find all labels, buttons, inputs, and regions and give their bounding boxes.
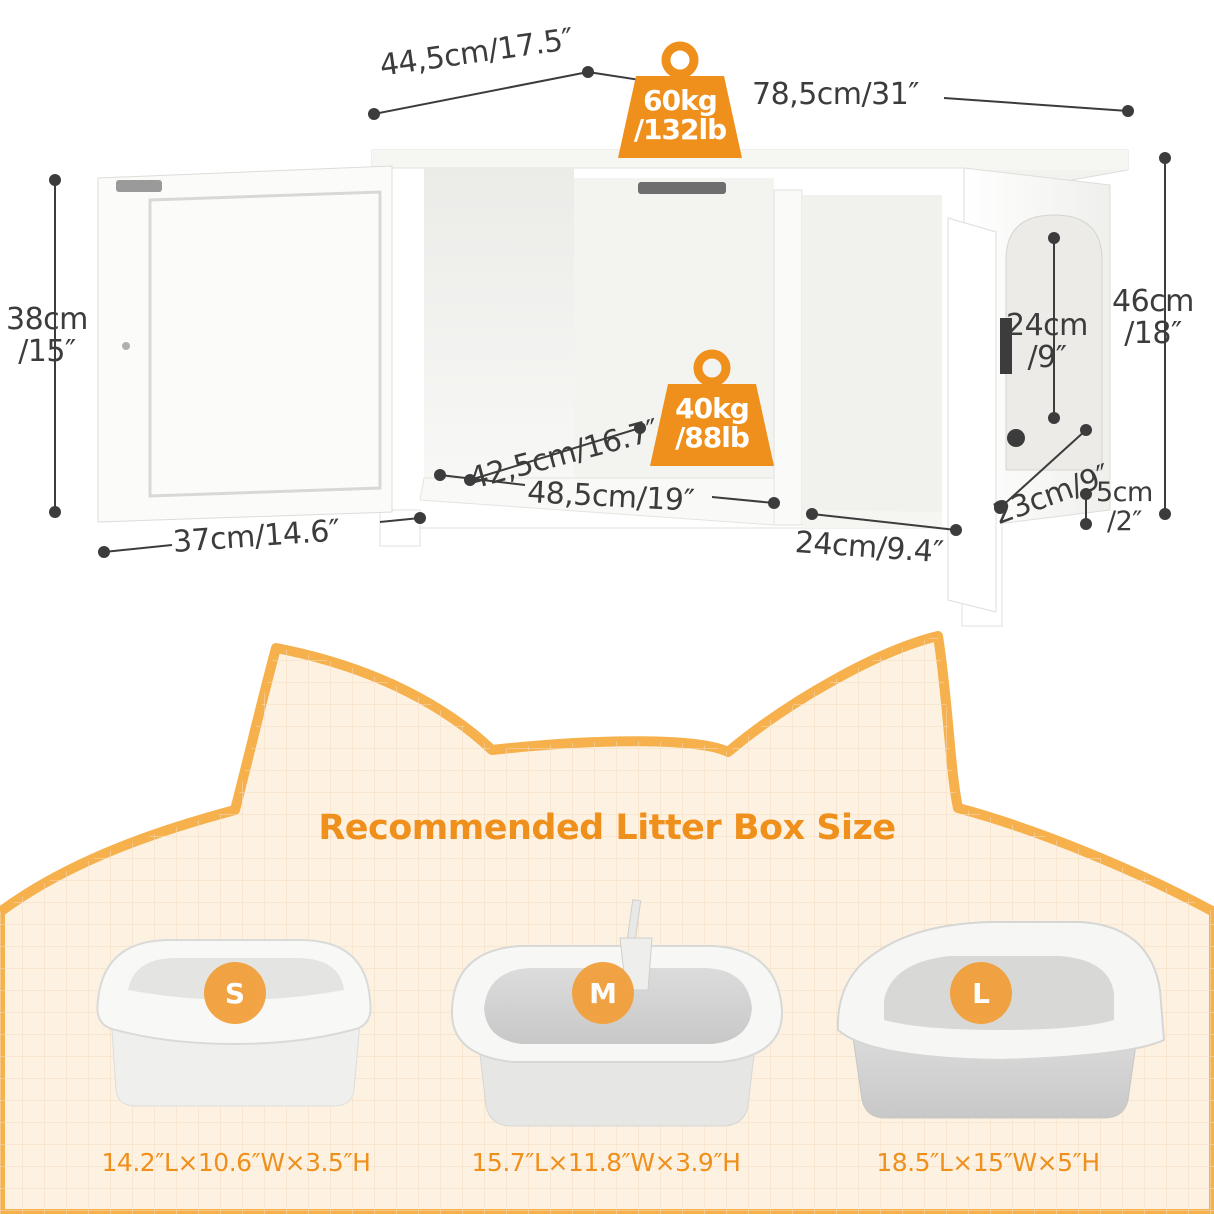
top-load-capacity: 60kg /132lb xyxy=(618,86,742,145)
entry-height-inch: /9″ xyxy=(1027,340,1067,376)
recommended-title: Recommended Litter Box Size xyxy=(318,808,896,848)
inner-width-dimension: 48,5cm/19″ xyxy=(526,475,695,519)
shelf-load-capacity: 40kg /88lb xyxy=(650,394,774,453)
top-load-lb: /132lb xyxy=(633,113,727,147)
size-caption-m: 15.7″L×11.8″W×3.9″H xyxy=(471,1148,741,1177)
size-caption-l: 18.5″L×15″W×5″H xyxy=(876,1148,1100,1177)
door-height-inch: /15″ xyxy=(18,334,76,370)
size-caption-s: 14.2″L×10.6″W×3.5″H xyxy=(101,1148,371,1177)
width-dimension: 78,5cm/31″ xyxy=(752,77,920,112)
size-badge-m: M xyxy=(572,962,634,1024)
dimension-lines xyxy=(49,66,1171,558)
cat-litter-cabinet xyxy=(97,149,1129,627)
total-height-dimension: 46cm /18″ xyxy=(1112,284,1194,352)
door-height-cm: 38cm xyxy=(6,302,88,337)
size-badge-s: S xyxy=(204,962,266,1024)
weight-tag-shelf-icon xyxy=(650,349,774,466)
leg-height-cm: 5cm xyxy=(1096,477,1153,508)
door-height-dimension: 38cm /15″ xyxy=(6,302,88,370)
total-height-cm: 46cm xyxy=(1112,284,1194,319)
shelf-load-lb: /88lb xyxy=(675,421,750,455)
litter-box-large xyxy=(836,921,1166,1119)
leg-height-inch: /2″ xyxy=(1106,506,1142,538)
weight-tag-top-icon xyxy=(618,41,742,158)
entry-height-cm: 24cm xyxy=(1006,308,1088,343)
top-load-kg: 60kg xyxy=(643,84,718,117)
total-height-inch: /18″ xyxy=(1124,316,1182,352)
shelf-load-kg: 40kg xyxy=(675,392,750,425)
entry-height-dimension: 24cm /9″ xyxy=(1006,308,1088,376)
size-badge-l: L xyxy=(950,962,1012,1024)
leg-height-dimension: 5cm /2″ xyxy=(1096,478,1153,536)
